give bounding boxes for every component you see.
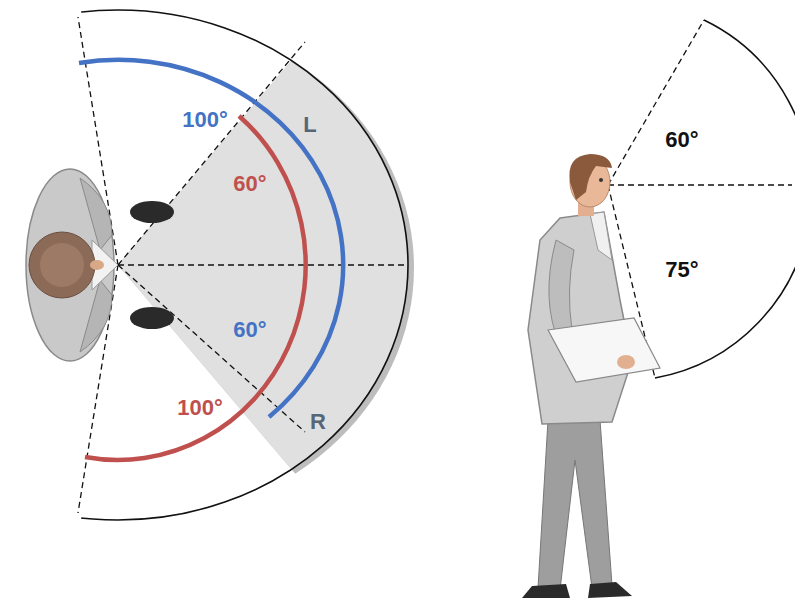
angle-label: 75°: [665, 259, 698, 281]
person-top-view: [26, 169, 174, 361]
angle-label: 60°: [233, 173, 266, 195]
horizontal-field: [0, 0, 700, 603]
angle-label: 100°: [182, 109, 228, 131]
eye-label: R: [310, 411, 326, 433]
eye-label: L: [303, 114, 316, 136]
angle-label: 60°: [233, 319, 266, 341]
person-side-view: [522, 154, 660, 598]
angle-label: 60°: [665, 129, 698, 151]
angle-label: 100°: [177, 397, 223, 419]
right-eye-arc: [85, 116, 306, 460]
